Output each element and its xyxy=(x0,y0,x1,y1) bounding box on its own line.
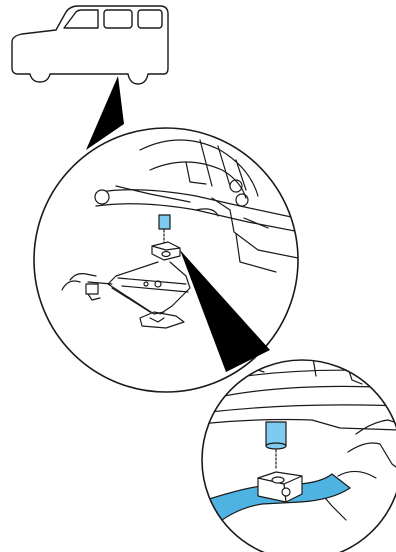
detail-view-jack-point xyxy=(200,352,396,552)
jack-pad-small xyxy=(159,215,170,229)
vehicle-window-middle xyxy=(104,10,132,28)
jack-point-pad xyxy=(266,422,286,449)
jack-saddle xyxy=(258,472,302,502)
vehicle-silhouette xyxy=(12,6,168,84)
vehicle-window-rear xyxy=(138,10,162,28)
